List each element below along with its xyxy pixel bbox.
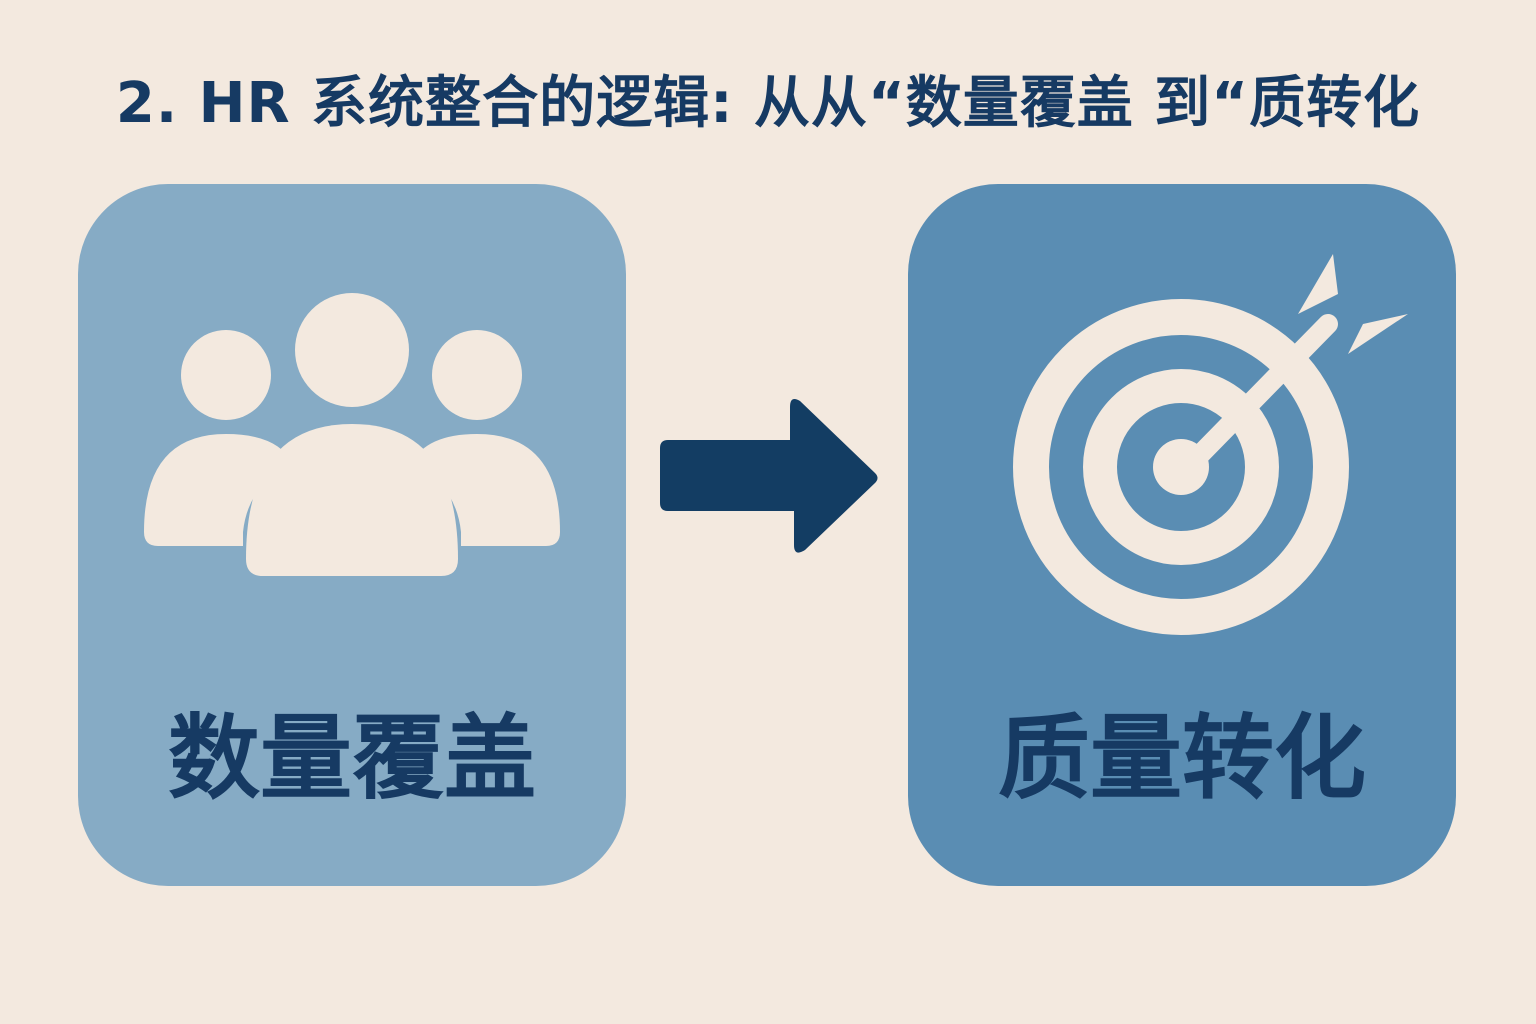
quality-conversion-label: 质量转化 xyxy=(997,705,1366,812)
page-title: 2. HR 系统整合的逻辑: 从从“数量覆盖 到“质转化 xyxy=(115,71,1421,136)
target-arrow-icon xyxy=(1013,254,1408,635)
quantity-coverage-label: 数量覆盖 xyxy=(167,705,536,812)
people-group-icon xyxy=(144,293,560,576)
arrow-right-icon xyxy=(660,399,878,553)
quantity-coverage-card: 数量覆盖 xyxy=(78,184,626,886)
quality-conversion-card: 质量转化 xyxy=(908,184,1456,886)
